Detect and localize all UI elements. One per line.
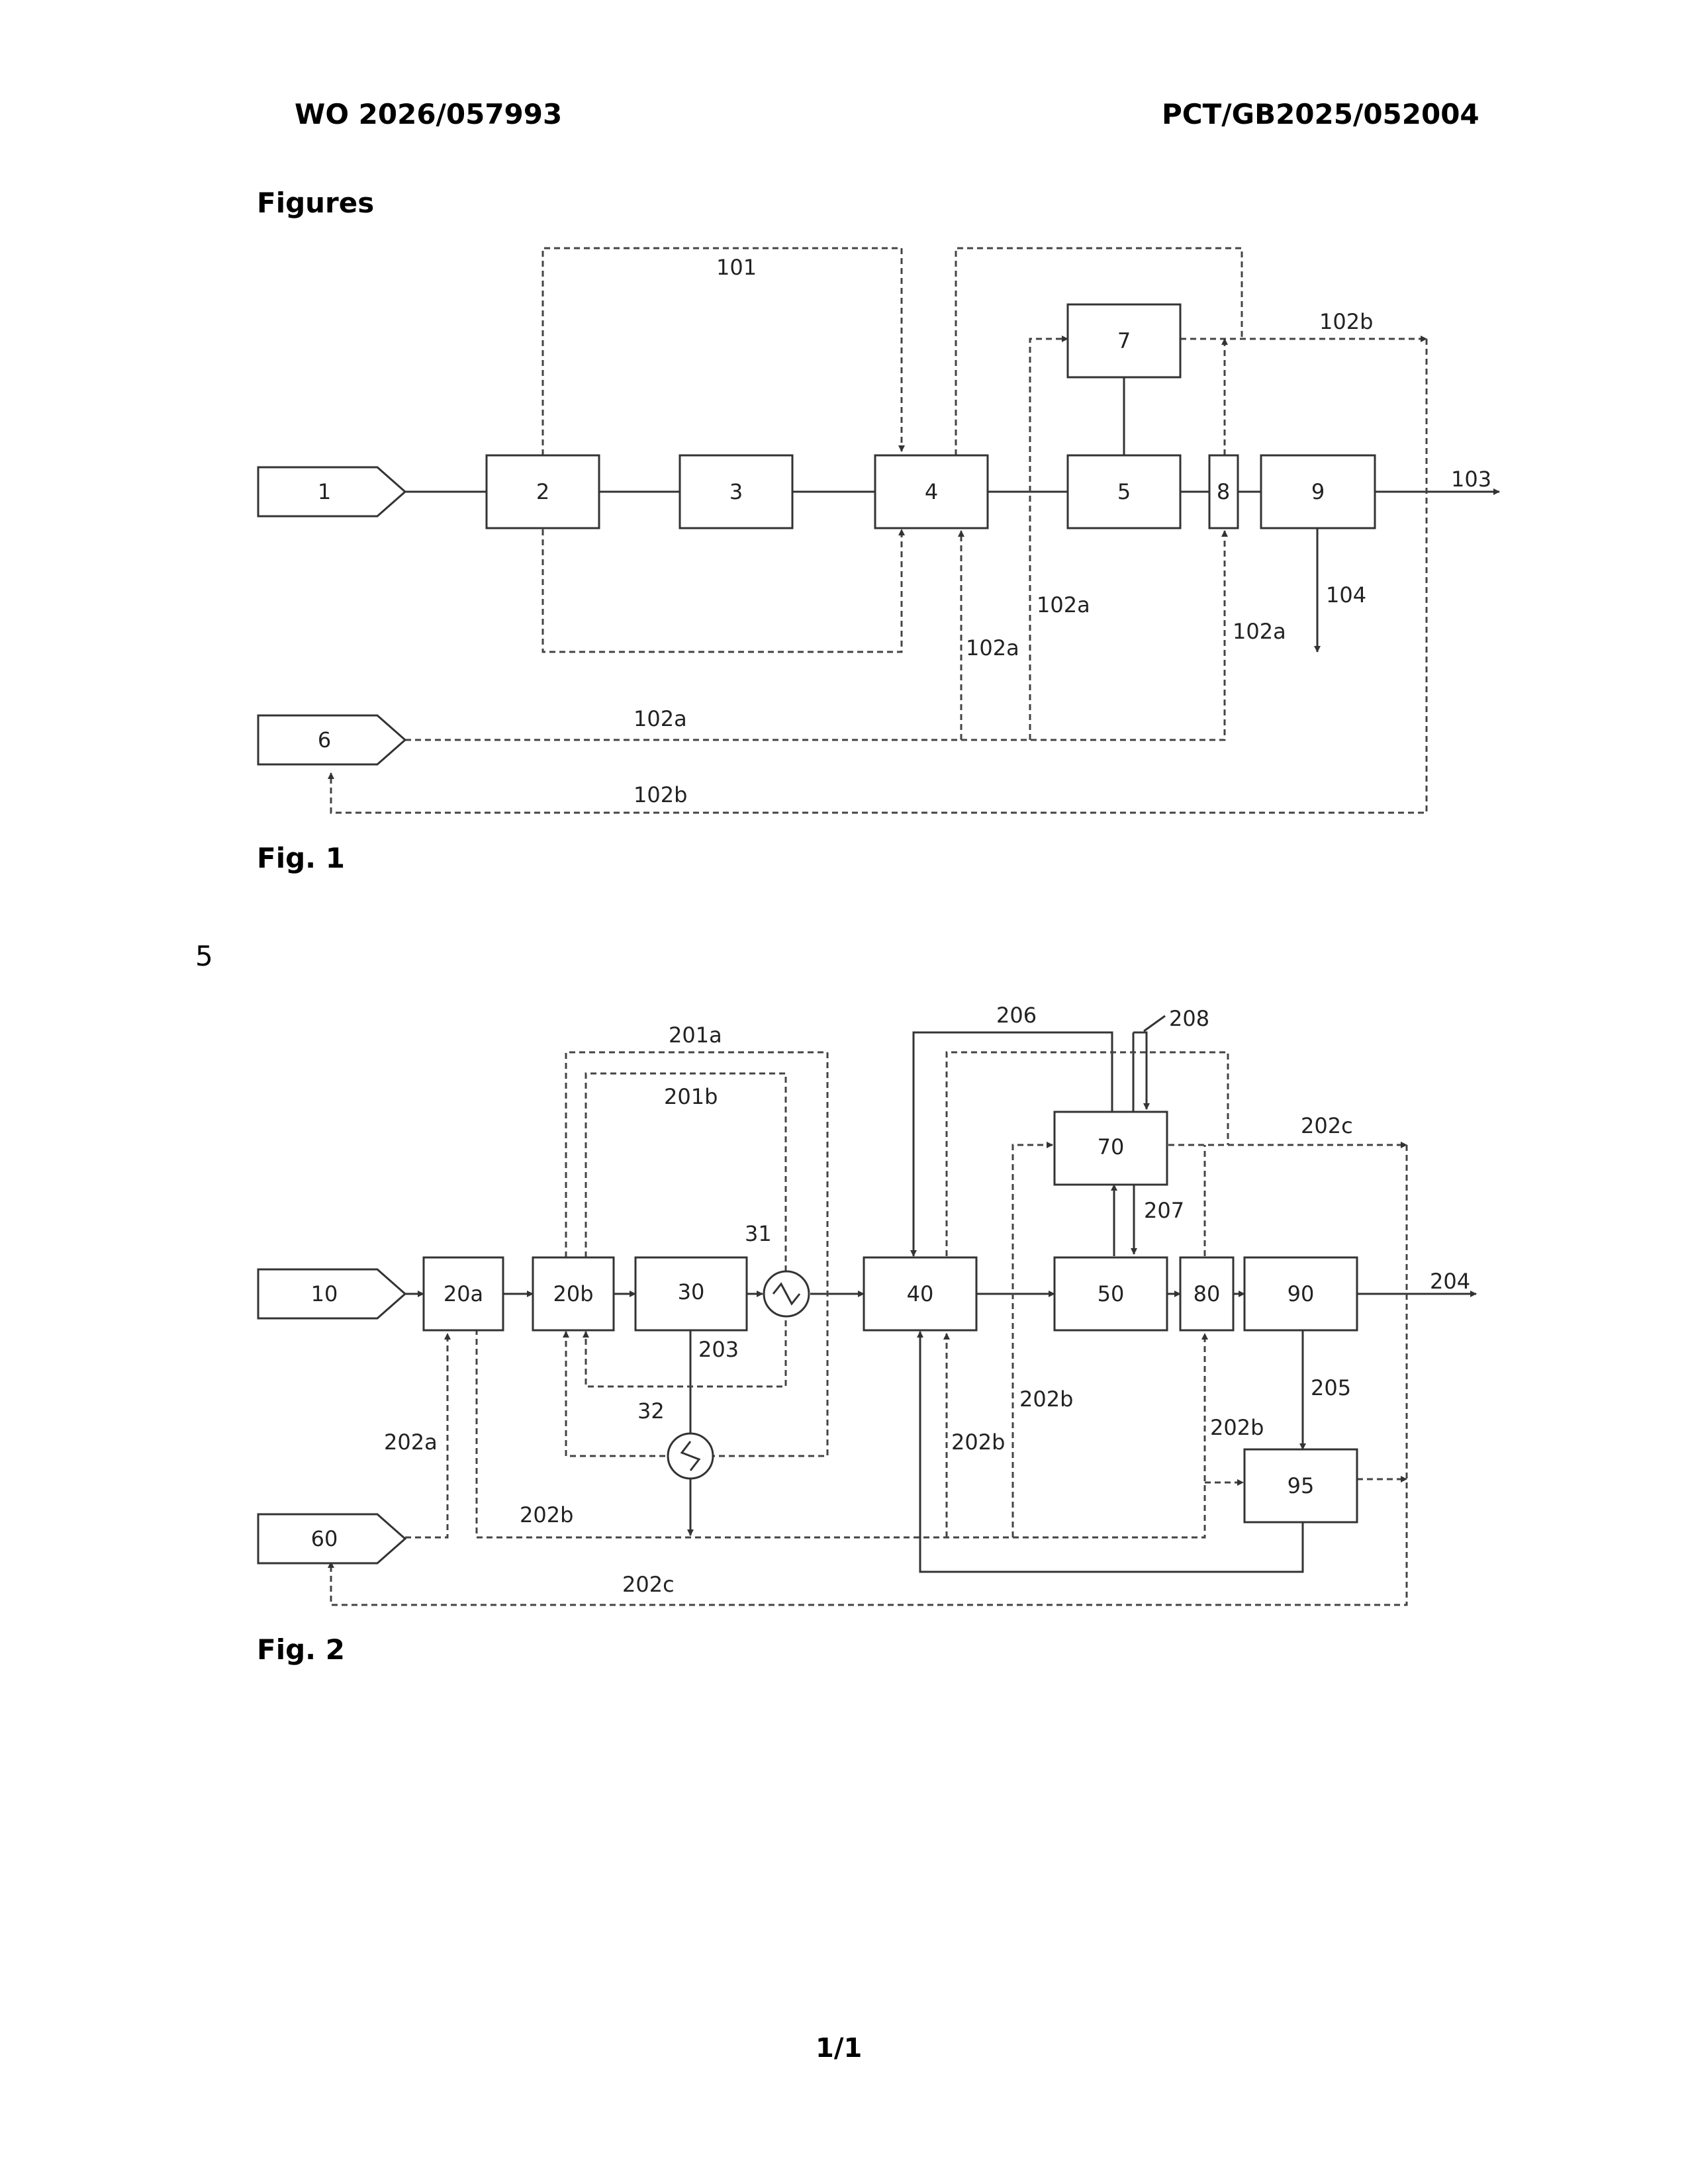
label-206: 206	[996, 1003, 1037, 1028]
label-202c-top: 202c	[1301, 1113, 1353, 1138]
label-103: 103	[1451, 467, 1491, 492]
label-205: 205	[1311, 1375, 1351, 1400]
figure-1: 1 2 3 4 5 6 7 8 9 101 102b 103 102a 104 …	[258, 248, 1499, 813]
stream-201a	[566, 1052, 827, 1456]
block-70-label: 70	[1098, 1134, 1125, 1160]
label-31: 31	[745, 1221, 772, 1246]
block-90-label: 90	[1288, 1281, 1315, 1306]
block-4-label: 4	[925, 479, 938, 504]
stream-102a-to-7	[1030, 339, 1068, 740]
stream-202b-to-70	[1013, 1145, 1053, 1537]
stream-101-bottom	[543, 529, 902, 652]
label-202c-bottom: 202c	[622, 1572, 675, 1597]
label-202b-2: 202b	[1210, 1415, 1264, 1440]
stream-208	[1133, 1032, 1147, 1109]
label-202a: 202a	[384, 1430, 438, 1455]
label-102a-1: 102a	[1037, 592, 1090, 617]
label-102a-3: 102a	[1233, 619, 1286, 644]
block-6-label: 6	[318, 727, 331, 752]
block-20a-label: 20a	[444, 1281, 483, 1306]
label-101: 101	[716, 255, 757, 280]
block-5-label: 5	[1117, 479, 1131, 504]
block-6	[258, 715, 405, 764]
label-102a-2: 102a	[966, 635, 1019, 660]
block-30-label: 30	[678, 1279, 705, 1304]
block-60-label: 60	[311, 1526, 338, 1551]
label-202b-1: 202b	[1019, 1387, 1073, 1412]
label-102b-bottom: 102b	[633, 782, 687, 807]
label-203: 203	[698, 1337, 739, 1362]
label-102b-top: 102b	[1319, 309, 1373, 334]
stream-208-leader	[1144, 1016, 1165, 1031]
block-7-label: 7	[1117, 328, 1131, 353]
label-201b: 201b	[664, 1084, 718, 1109]
block-80-label: 80	[1194, 1281, 1221, 1306]
label-202b-bottom: 202b	[520, 1502, 573, 1527]
block-2-label: 2	[536, 479, 549, 504]
block-40-label: 40	[907, 1281, 934, 1306]
label-208: 208	[1169, 1006, 1209, 1031]
label-102a-bottom: 102a	[633, 706, 687, 731]
stream-202c-return	[331, 1145, 1407, 1605]
block-1	[258, 467, 405, 516]
label-207: 207	[1144, 1198, 1184, 1223]
label-202b-3: 202b	[951, 1430, 1005, 1455]
block-95-label: 95	[1288, 1473, 1315, 1498]
label-32: 32	[637, 1398, 665, 1424]
figure-2: 10 20a 20b 30 40 50 60 70 80 90 95 201a …	[258, 1003, 1476, 1605]
block-8-label: 8	[1217, 479, 1230, 504]
block-9-label: 9	[1311, 479, 1325, 504]
stream-102a-line	[405, 531, 1225, 740]
block-3-label: 3	[729, 479, 743, 504]
label-204: 204	[1430, 1269, 1470, 1294]
label-201a: 201a	[669, 1023, 722, 1048]
block-50-label: 50	[1098, 1281, 1125, 1306]
block-1-label: 1	[318, 479, 331, 504]
stream-102b-return	[331, 339, 1427, 813]
block-20b-label: 20b	[553, 1281, 593, 1306]
block-10-label: 10	[311, 1281, 338, 1306]
label-104: 104	[1326, 582, 1366, 608]
